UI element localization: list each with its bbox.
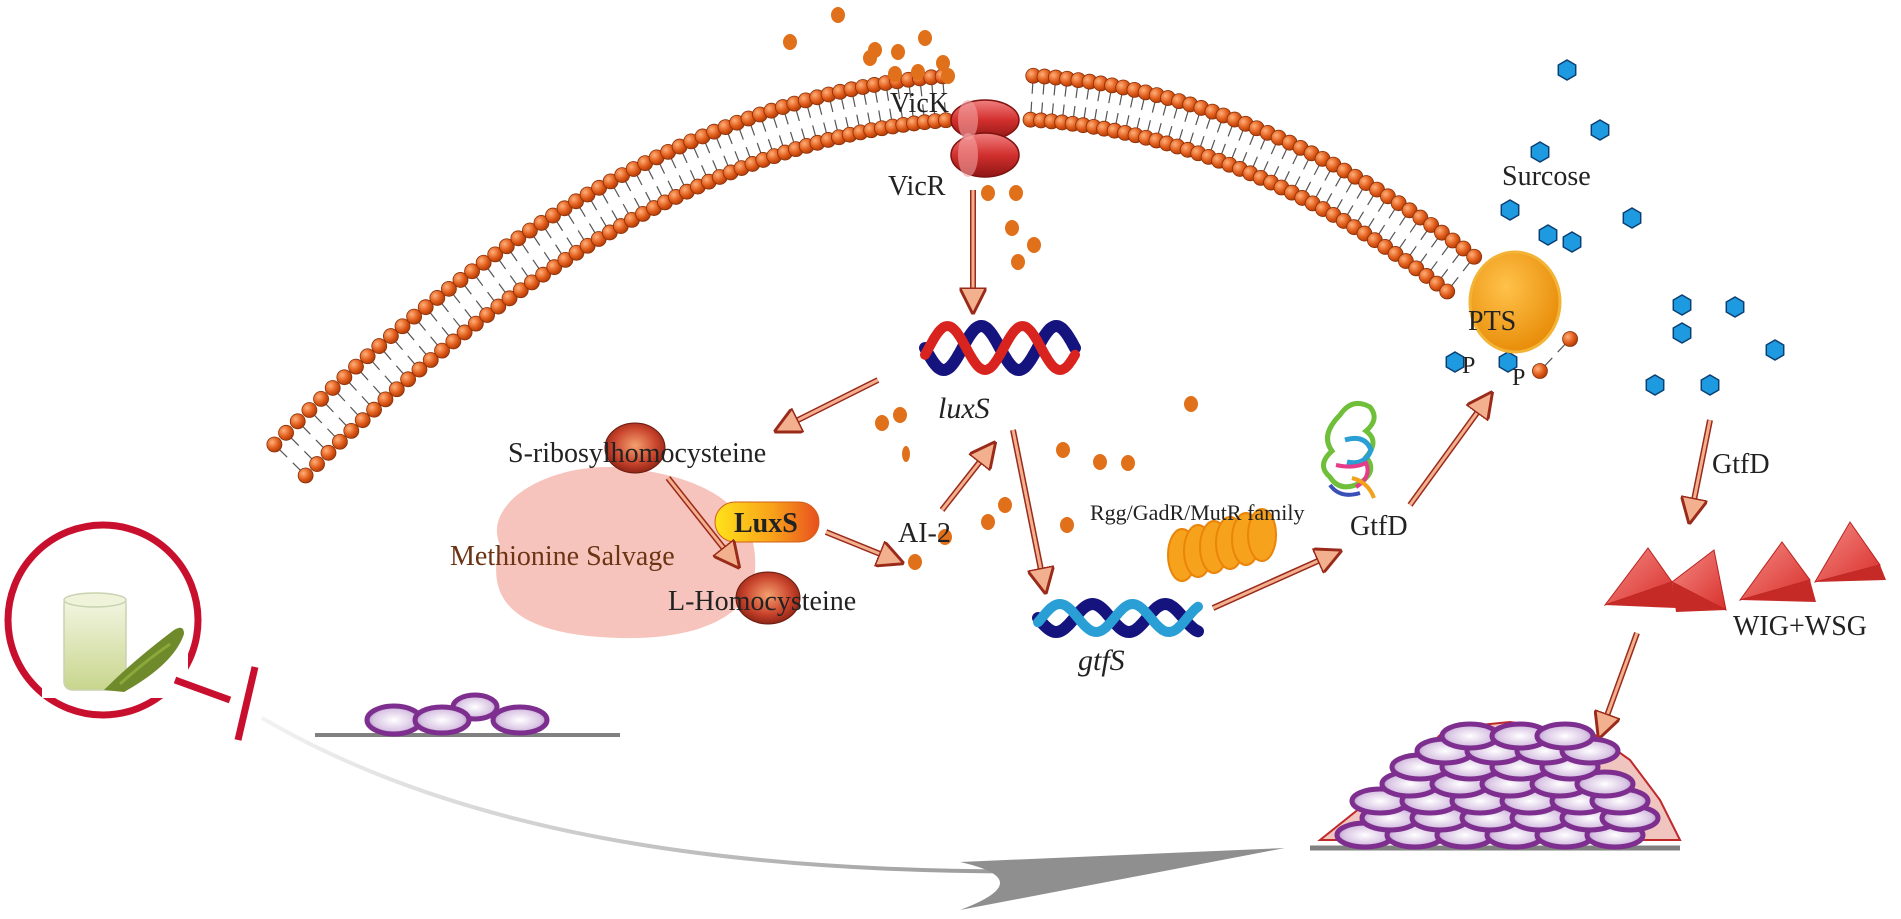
- gtfd-right-label: GtfD: [1712, 449, 1770, 480]
- pathway-arrows: [665, 190, 1713, 735]
- glucan-pyramids: [1603, 521, 1886, 612]
- autoinducer-molecules: [783, 7, 1198, 570]
- luxs-gene-label: luxS: [938, 392, 990, 425]
- s-ribosylhomocysteine-label: S-ribosylhomocysteine: [508, 438, 766, 469]
- vickr-receptor: [950, 99, 1020, 178]
- surcose-label: Surcose: [1502, 161, 1591, 192]
- cell-membrane-bilayer: [266, 67, 1578, 484]
- lipid-heads: [266, 67, 1578, 484]
- vick-label: VicK: [890, 88, 949, 119]
- phosphate-label-2: P: [1512, 365, 1525, 391]
- wig-wsg-label: WIG+WSG: [1733, 611, 1867, 642]
- initial-adhesion-cells: [315, 692, 620, 737]
- green-tea-cup-icon: [63, 592, 184, 692]
- luxs-gene-helix: [919, 319, 1081, 377]
- gtfd-protein-structure-icon: [1321, 400, 1377, 499]
- ai2-label: AI-2: [898, 518, 951, 549]
- green-tea-inhibitor: [4, 521, 259, 741]
- rgg-regulator-stack: [1167, 508, 1277, 582]
- luxs-enzyme-badge: [714, 501, 820, 543]
- inhibition-bar-icon: [234, 666, 259, 741]
- phosphate-label-1: P: [1462, 353, 1475, 379]
- vicr-label: VicR: [888, 171, 946, 202]
- s-ribosylhomocysteine-enzyme: [604, 422, 666, 474]
- rgg-family-label: Rgg/GadR/MutR family: [1090, 500, 1305, 525]
- methionine-salvage-label: Methionine Salvage: [450, 541, 675, 572]
- l-homocysteine-enzyme: [735, 571, 801, 625]
- l-homocysteine-label: L-Homocysteine: [668, 586, 856, 617]
- inhibition-effect-arrow: [260, 716, 1285, 910]
- pts-transporter: [1468, 250, 1562, 354]
- biofilm-cluster-icon: [1310, 720, 1682, 851]
- pts-label: PTS: [1468, 306, 1516, 337]
- gtfd-center-label: GtfD: [1350, 511, 1408, 542]
- gtfs-gene-label: gtfS: [1078, 644, 1125, 677]
- luxs-enzyme-label: LuxS: [734, 508, 798, 539]
- gtfs-gene-helix: [1032, 597, 1204, 639]
